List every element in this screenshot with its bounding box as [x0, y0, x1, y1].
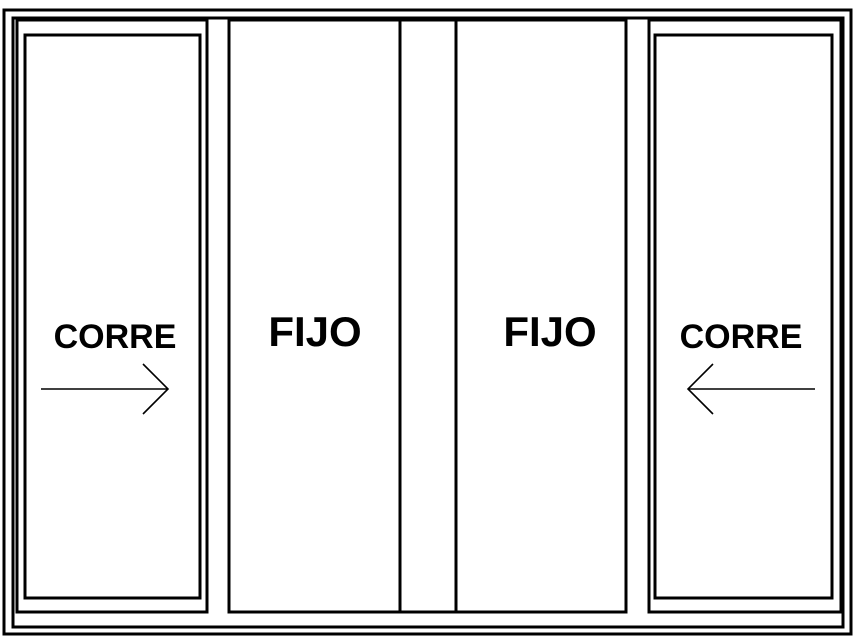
left-sash-glass — [23, 33, 202, 600]
left-panel-label: CORRE — [54, 318, 177, 356]
outer-frame-inner — [11, 16, 845, 629]
right-sash-glass — [653, 33, 834, 600]
arrow-left-icon — [686, 363, 815, 415]
center-left-panel-label: FIJO — [268, 308, 361, 355]
right-panel-label: CORRE — [680, 318, 803, 356]
outer-frame — [2, 8, 853, 636]
center-right-panel-label: FIJO — [503, 308, 596, 355]
center-fixed-panel — [227, 18, 628, 614]
left-sash-frame — [15, 18, 209, 614]
arrow-right-icon — [41, 363, 170, 415]
right-sash-frame — [647, 18, 843, 614]
